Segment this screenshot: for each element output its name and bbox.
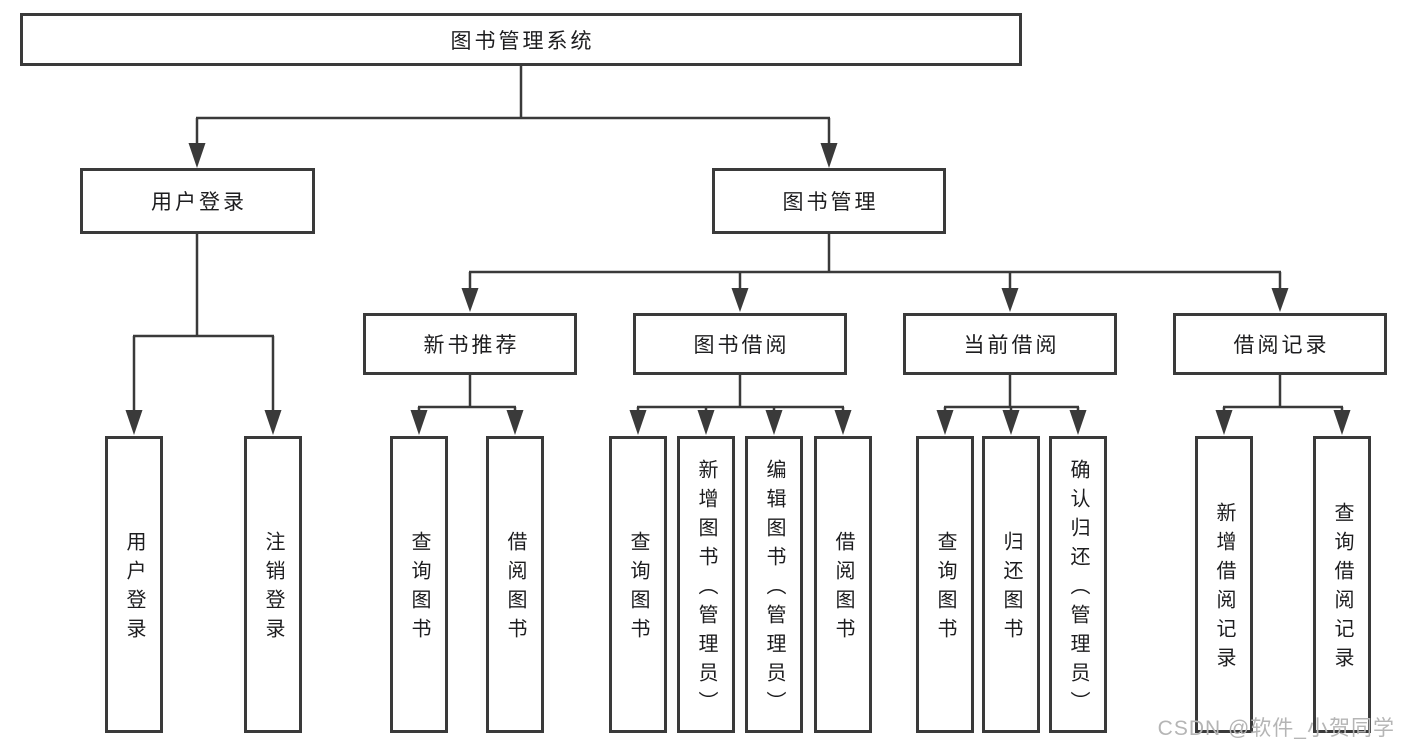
leaf-logout-login: 注销登录	[244, 436, 302, 733]
connector-new-book-recommend-to-leaves	[410, 375, 524, 435]
leaf-edit-books-admin: 编辑图书（管理员）	[745, 436, 803, 733]
node-book-management: 图书管理	[712, 168, 946, 234]
connector-borrow-records-to-leaves	[1215, 375, 1351, 435]
connector-book-borrow-to-leaves	[629, 375, 852, 435]
node-new-book-recommend: 新书推荐	[363, 313, 577, 375]
leaf-borrow-books: 借阅图书	[814, 436, 872, 733]
connector-user-login-to-leaves	[125, 234, 282, 435]
leaf-return-books: 归还图书	[982, 436, 1040, 733]
node-book-borrow: 图书借阅	[633, 313, 847, 375]
leaf-confirm-return-admin: 确认归还（管理员）	[1049, 436, 1107, 733]
node-current-borrow: 当前借阅	[903, 313, 1117, 375]
csdn-watermark: CSDN @软件_小贺同学	[1157, 717, 1395, 740]
leaf-current-query-books: 查询图书	[916, 436, 974, 733]
leaf-query-borrow-record: 查询借阅记录	[1313, 436, 1371, 733]
leaf-recommend-borrow-books: 借阅图书	[486, 436, 544, 733]
connector-book-management-to-groups	[461, 234, 1289, 312]
leaf-user-login: 用户登录	[105, 436, 163, 733]
connector-root-to-branches	[188, 66, 838, 168]
node-borrow-records: 借阅记录	[1173, 313, 1387, 375]
node-user-login: 用户登录	[80, 168, 315, 234]
leaf-add-borrow-record: 新增借阅记录	[1195, 436, 1253, 733]
leaf-recommend-query-books: 查询图书	[390, 436, 448, 733]
connector-current-borrow-to-leaves	[936, 375, 1087, 435]
leaf-add-books-admin: 新增图书（管理员）	[677, 436, 735, 733]
leaf-borrow-query-books: 查询图书	[609, 436, 667, 733]
node-root-system: 图书管理系统	[20, 13, 1022, 66]
